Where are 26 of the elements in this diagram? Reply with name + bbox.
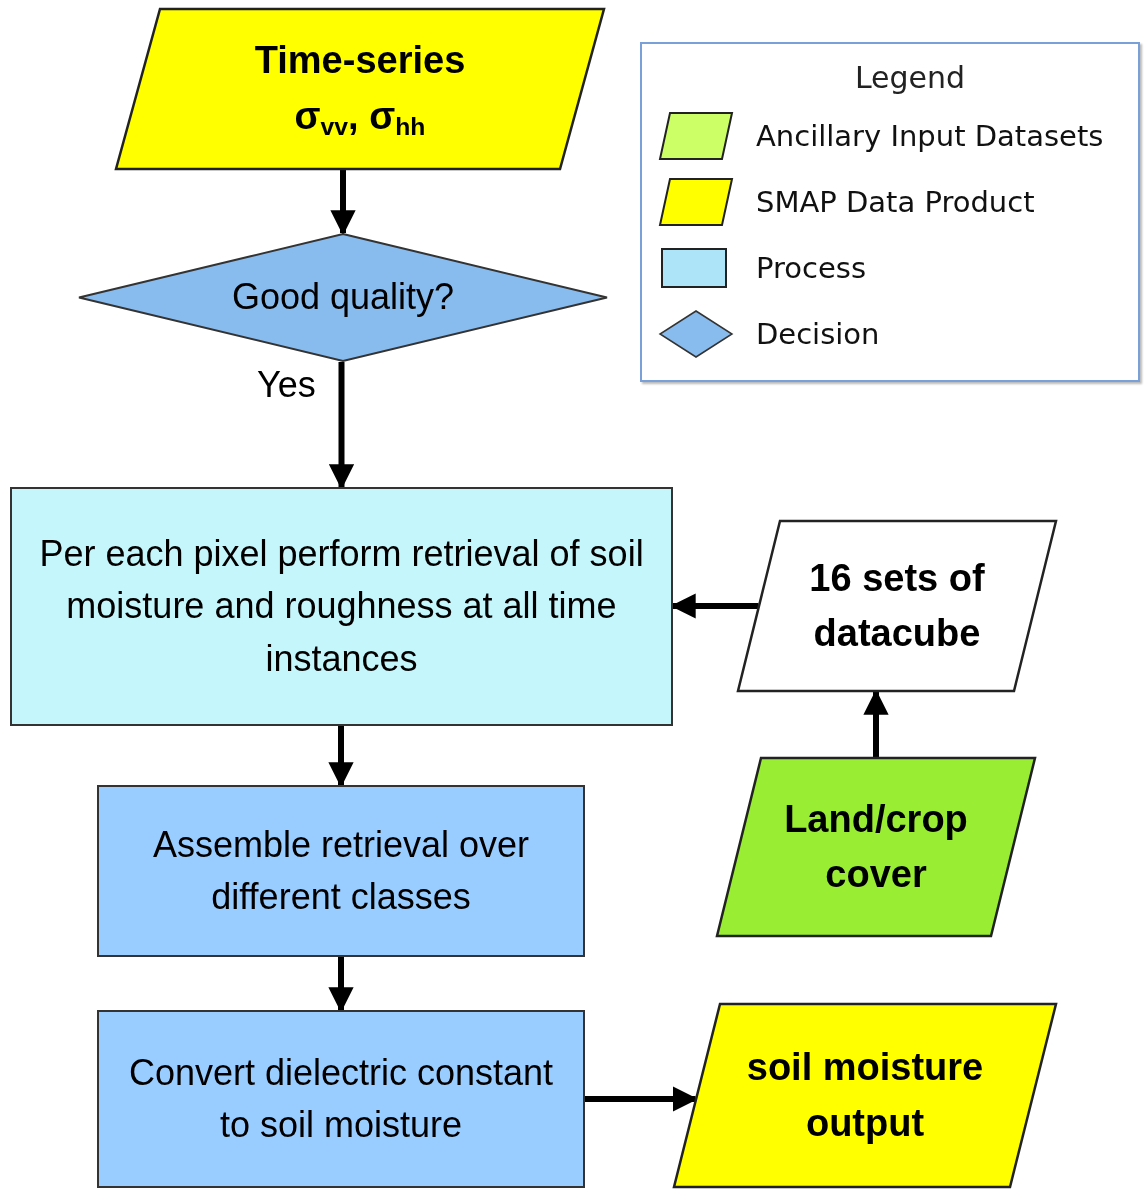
legend-text: Ancillary Input Datasets	[756, 119, 1104, 153]
node-text: soil moisture output	[745, 1045, 985, 1146]
process-box	[97, 785, 585, 957]
data-parallelogram	[737, 520, 1057, 692]
legend-text: Decision	[756, 317, 880, 351]
process-box	[97, 1010, 585, 1188]
node-text: Land/crop cover	[783, 796, 969, 897]
data-parallelogram	[716, 757, 1036, 937]
node-text: Time-series	[254, 38, 466, 84]
data-parallelogram	[673, 1003, 1057, 1188]
legend-text: Process	[756, 251, 866, 285]
legend-text: SMAP Data Product	[756, 185, 1035, 219]
arrow	[328, 726, 354, 788]
node-text: Per each pixel perform retrieval of soil moisture and roughness at all time instances	[38, 532, 645, 681]
process-box	[10, 487, 673, 726]
node-text: 16 sets of datacube	[808, 555, 986, 656]
node-text: Assemble retrieval over different classes	[151, 822, 531, 919]
arrow	[328, 957, 354, 1013]
decision-diamond	[78, 233, 608, 362]
node-text: Good quality?	[231, 275, 455, 320]
data-parallelogram	[115, 8, 605, 170]
legend-title: Legend	[853, 60, 967, 95]
node-text: Convert dielectric constant to soil moisture	[127, 1050, 555, 1147]
arrow	[330, 170, 356, 236]
node-text: σ$_{vv}$, σ$_{hh}$	[294, 93, 426, 142]
arrow	[328, 362, 355, 490]
